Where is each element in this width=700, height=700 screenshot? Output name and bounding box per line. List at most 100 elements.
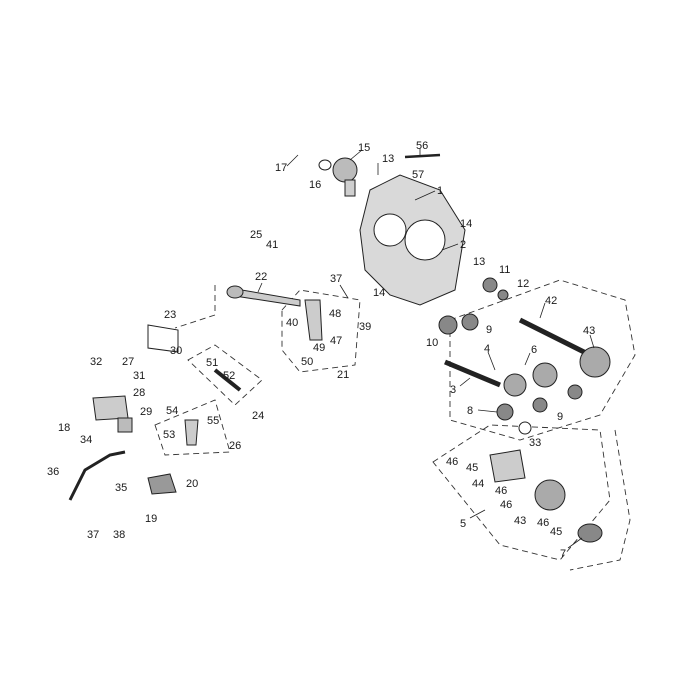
label-54: 54 bbox=[166, 405, 178, 417]
group-outlines bbox=[154, 279, 636, 571]
part-24 bbox=[213, 368, 242, 392]
label-24: 24 bbox=[252, 410, 264, 422]
label-14-lower: 14 bbox=[373, 287, 385, 299]
label-45-right: 45 bbox=[550, 526, 562, 538]
label-57: 57 bbox=[412, 169, 424, 181]
leader-6 bbox=[524, 352, 531, 366]
label-33: 33 bbox=[529, 437, 541, 449]
leader-3 bbox=[459, 377, 471, 387]
bushing-16 bbox=[318, 159, 332, 171]
lever-22-head bbox=[226, 285, 244, 299]
label-30: 30 bbox=[170, 345, 182, 357]
bearing-9-upper bbox=[461, 313, 479, 331]
label-15: 15 bbox=[358, 142, 370, 154]
label-50: 50 bbox=[301, 356, 313, 368]
label-13-top: 13 bbox=[382, 153, 394, 165]
label-4: 4 bbox=[484, 343, 490, 355]
bearing-11 bbox=[482, 277, 498, 293]
label-19: 19 bbox=[145, 513, 157, 525]
leader-15 bbox=[349, 149, 363, 161]
leader-8 bbox=[477, 409, 498, 413]
label-48: 48 bbox=[329, 308, 341, 320]
label-6: 6 bbox=[531, 344, 537, 356]
leader-1 bbox=[414, 190, 436, 201]
part-53 bbox=[184, 419, 199, 446]
label-22: 22 bbox=[255, 271, 267, 283]
cover-bore-left bbox=[373, 213, 407, 247]
outline-group-24 bbox=[187, 344, 263, 406]
label-38: 38 bbox=[113, 529, 125, 541]
label-3: 3 bbox=[450, 384, 456, 396]
label-2: 2 bbox=[460, 239, 466, 251]
gear-4 bbox=[503, 373, 527, 397]
label-53: 53 bbox=[163, 429, 175, 441]
shaft-3 bbox=[444, 359, 501, 388]
gear-15 bbox=[332, 157, 358, 183]
label-29: 29 bbox=[140, 406, 152, 418]
label-9-lower: 9 bbox=[557, 411, 563, 423]
gear-43-upper bbox=[579, 346, 611, 378]
label-43-lower: 43 bbox=[514, 515, 526, 527]
gear-43-lower bbox=[534, 479, 566, 511]
label-16: 16 bbox=[309, 179, 321, 191]
label-31: 31 bbox=[133, 370, 145, 382]
label-27: 27 bbox=[122, 356, 134, 368]
label-5: 5 bbox=[460, 518, 466, 530]
label-18: 18 bbox=[58, 422, 70, 434]
label-39: 39 bbox=[359, 321, 371, 333]
body-28 bbox=[92, 395, 129, 421]
label-34: 34 bbox=[80, 434, 92, 446]
bracket-23 bbox=[147, 324, 179, 353]
leader-4 bbox=[487, 351, 496, 371]
bearing-7 bbox=[577, 523, 603, 543]
leader-22 bbox=[257, 282, 263, 293]
leader-2 bbox=[441, 243, 459, 251]
label-46-right: 46 bbox=[537, 517, 549, 529]
ring-33 bbox=[518, 421, 532, 435]
label-9-upper: 9 bbox=[486, 324, 492, 336]
label-35: 35 bbox=[115, 482, 127, 494]
label-1: 1 bbox=[437, 185, 443, 197]
label-12: 12 bbox=[517, 278, 529, 290]
label-55: 55 bbox=[207, 415, 219, 427]
bearing-near-9 bbox=[567, 384, 583, 400]
label-36: 36 bbox=[47, 466, 59, 478]
label-23: 23 bbox=[164, 309, 176, 321]
label-13-mid: 13 bbox=[473, 256, 485, 268]
label-21: 21 bbox=[337, 369, 349, 381]
part-labels: 1 2 3 4 5 6 7 8 9 9 10 11 12 13 13 14 14… bbox=[47, 140, 595, 560]
outline-link-22-23 bbox=[174, 285, 216, 329]
outline-shaft-assembly bbox=[449, 279, 636, 441]
label-8: 8 bbox=[467, 405, 473, 417]
gear-6 bbox=[532, 362, 558, 388]
label-45-left: 45 bbox=[466, 462, 478, 474]
label-42: 42 bbox=[545, 295, 557, 307]
label-56: 56 bbox=[416, 140, 428, 152]
label-44: 44 bbox=[472, 478, 484, 490]
bearing-9-lower bbox=[532, 397, 548, 413]
label-47: 47 bbox=[330, 335, 342, 347]
label-49: 49 bbox=[313, 342, 325, 354]
outline-group-21 bbox=[281, 289, 361, 373]
label-26: 26 bbox=[229, 440, 241, 452]
bearing-8 bbox=[496, 403, 514, 421]
label-41: 41 bbox=[266, 239, 278, 251]
leader-7 bbox=[567, 537, 583, 549]
gear-cluster-5 bbox=[489, 449, 526, 483]
rod-34 bbox=[68, 450, 126, 501]
label-11: 11 bbox=[499, 264, 510, 276]
leader-17 bbox=[286, 154, 299, 167]
outline-group-26 bbox=[154, 399, 231, 456]
label-43-upper: 43 bbox=[583, 325, 595, 337]
shaft-15 bbox=[344, 179, 356, 197]
part-29 bbox=[117, 417, 133, 433]
label-28: 28 bbox=[133, 387, 145, 399]
leader-43 bbox=[589, 334, 595, 349]
label-20: 20 bbox=[186, 478, 198, 490]
cover-bore-right bbox=[404, 219, 446, 261]
label-46-mid: 46 bbox=[495, 485, 507, 497]
bearing-12 bbox=[497, 289, 509, 301]
label-25: 25 bbox=[250, 229, 262, 241]
label-17: 17 bbox=[275, 162, 287, 174]
